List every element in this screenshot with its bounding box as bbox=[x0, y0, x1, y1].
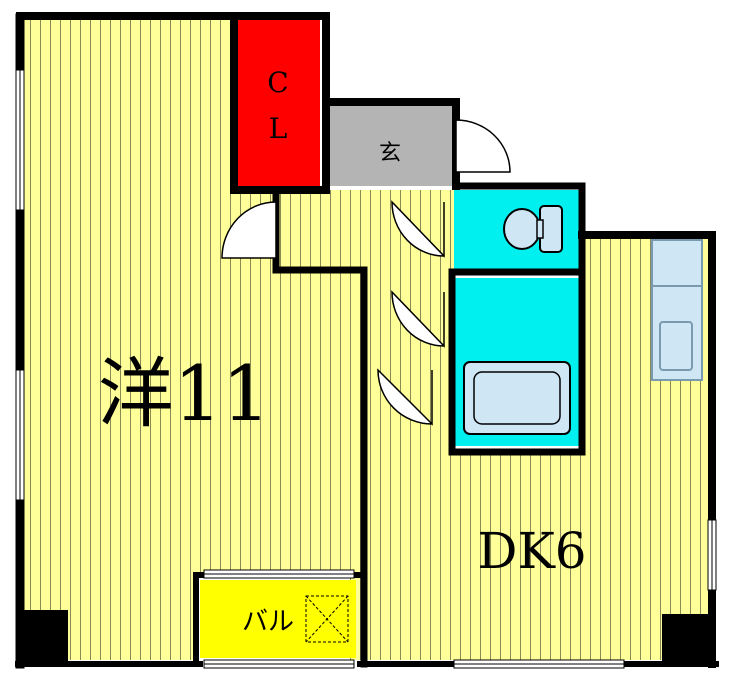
escape-hatch-icon bbox=[305, 595, 349, 643]
dk-label: DK6 bbox=[477, 522, 586, 580]
closet bbox=[236, 20, 320, 188]
entrance-label: 玄 bbox=[379, 141, 401, 166]
western-room-label: 洋11 bbox=[98, 349, 271, 438]
balcony bbox=[200, 580, 356, 658]
hall-floor bbox=[276, 190, 454, 270]
kitchen-sink-icon bbox=[651, 239, 703, 381]
closet-label-c: C bbox=[267, 66, 288, 99]
toilet-icon bbox=[503, 205, 563, 253]
windows bbox=[15, 69, 717, 669]
closet-label-l: L bbox=[269, 112, 288, 145]
balcony-label: バル bbox=[242, 607, 294, 637]
dk-floor bbox=[364, 238, 708, 660]
pillar-left bbox=[18, 610, 68, 666]
bathtub-icon bbox=[463, 361, 571, 435]
doors bbox=[221, 40, 511, 426]
western-room-floor bbox=[24, 20, 364, 660]
pillar-right bbox=[662, 614, 716, 666]
entrance bbox=[324, 104, 454, 186]
